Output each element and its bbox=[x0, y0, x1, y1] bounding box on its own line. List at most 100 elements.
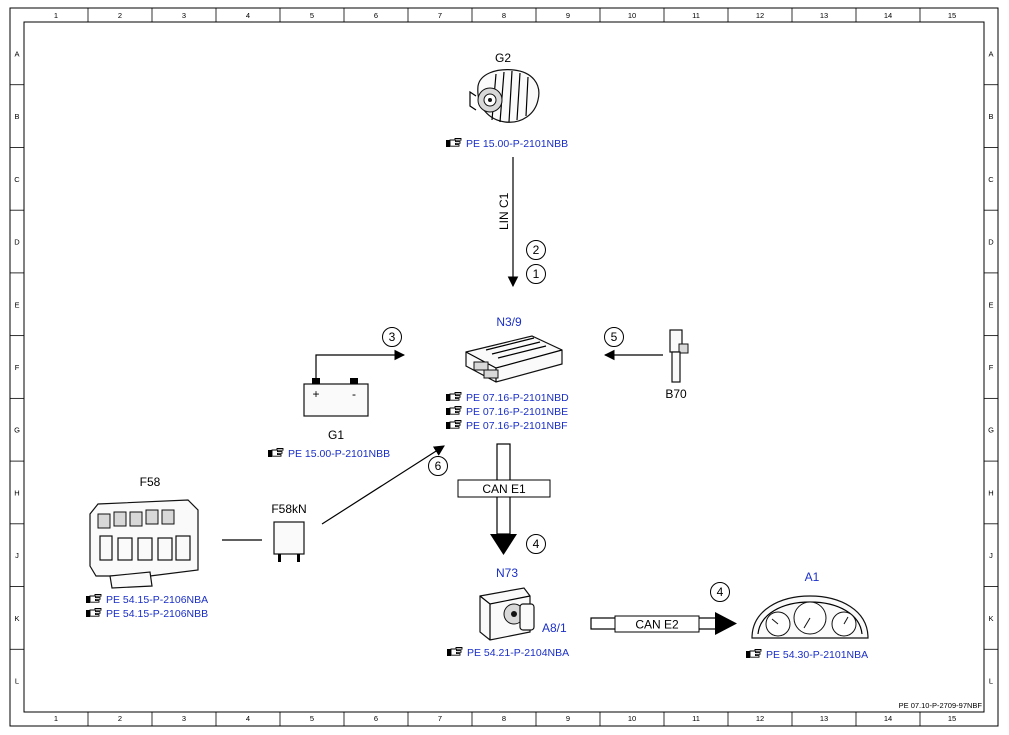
g1-ref-1[interactable]: PE 15.00-P-2101NBB bbox=[288, 448, 390, 460]
grid-row-right-E: E bbox=[988, 300, 993, 309]
svg-text:3: 3 bbox=[389, 330, 396, 344]
grid-col-bottom-11: 11 bbox=[692, 714, 700, 723]
grid-col-bottom-3: 3 bbox=[182, 714, 186, 723]
relay-f58kn bbox=[273, 521, 305, 562]
n3-9-ref-3-pointing-hand-icon bbox=[445, 420, 462, 430]
marker-4-can-e2 bbox=[710, 582, 730, 602]
outer-frame bbox=[9, 7, 999, 727]
grid-row-left-L: L bbox=[15, 677, 19, 686]
g2-ref-pointing-hand-icon bbox=[445, 138, 462, 148]
document-code: PE 07.10-P-2709-97NBF bbox=[899, 701, 983, 710]
battery-supply-line bbox=[315, 349, 406, 378]
lin-c1-label: LIN C1 bbox=[497, 192, 511, 230]
n3-9-label: N3/9 bbox=[496, 315, 522, 329]
grid-col-bottom-7: 7 bbox=[438, 714, 442, 723]
grid-row-left-A: A bbox=[14, 49, 19, 58]
alternator-g2 bbox=[469, 69, 540, 123]
can-e1-label: CAN E1 bbox=[482, 482, 526, 496]
grid-col-bottom-14: 14 bbox=[884, 714, 892, 723]
svg-text:1: 1 bbox=[533, 267, 540, 281]
grid-col-top-5: 5 bbox=[310, 11, 314, 20]
f58-ref-2[interactable]: PE 54.15-P-2106NBB bbox=[106, 608, 208, 620]
f58-label: F58 bbox=[140, 475, 161, 489]
grid-col-bottom-5: 5 bbox=[310, 714, 314, 723]
battery-plus: + bbox=[312, 387, 319, 401]
a8-1-label: A8/1 bbox=[542, 621, 567, 635]
grid-col-top-3: 3 bbox=[182, 11, 186, 20]
grid-col-top-4: 4 bbox=[246, 11, 250, 20]
grid-col-bottom-13: 13 bbox=[820, 714, 828, 723]
svg-text:2: 2 bbox=[533, 243, 540, 257]
n73-label: N73 bbox=[496, 566, 518, 580]
grid-row-right-C: C bbox=[988, 175, 994, 184]
can-e1-arrowhead bbox=[490, 534, 517, 555]
f58-ref-1[interactable]: PE 54.15-P-2106NBA bbox=[106, 594, 208, 606]
a1-ref-1[interactable]: PE 54.30-P-2101NBA bbox=[766, 649, 868, 661]
marker-1 bbox=[526, 264, 546, 284]
relay-signal-line bbox=[321, 445, 445, 525]
grid-row-left-J: J bbox=[15, 551, 19, 560]
f58-ref-2-pointing-hand-icon bbox=[85, 608, 102, 618]
instrument-cluster-a1 bbox=[751, 595, 869, 639]
grid-col-top-8: 8 bbox=[502, 11, 506, 20]
grid-col-top-15: 15 bbox=[948, 11, 956, 20]
can-e1-box bbox=[457, 479, 551, 498]
grid-col-bottom-12: 12 bbox=[756, 714, 764, 723]
grid-row-right-B: B bbox=[988, 112, 993, 121]
can-e2-arrowhead bbox=[715, 612, 737, 635]
f58kn-label: F58kN bbox=[271, 502, 306, 516]
sensor-b70 bbox=[669, 329, 689, 383]
grid-col-bottom-2: 2 bbox=[118, 714, 122, 723]
can-e2-label: CAN E2 bbox=[635, 618, 679, 632]
svg-text:6: 6 bbox=[435, 459, 442, 473]
grid-row-right-F: F bbox=[989, 363, 994, 372]
grid-row-left-H: H bbox=[14, 488, 19, 497]
grid-col-bottom-1: 1 bbox=[54, 714, 58, 723]
grid-row-right-K: K bbox=[988, 614, 993, 623]
n3-9-ref-3[interactable]: PE 07.16-P-2101NBF bbox=[466, 420, 568, 432]
grid-col-top-6: 6 bbox=[374, 11, 378, 20]
a1-ref-pointing-hand-icon bbox=[745, 649, 762, 659]
marker-4-can-e1 bbox=[526, 534, 546, 554]
b70-label: B70 bbox=[665, 387, 687, 401]
grid-row-right-J: J bbox=[989, 551, 993, 560]
n73-ref-1[interactable]: PE 54.21-P-2104NBA bbox=[467, 647, 569, 659]
grid-col-top-11: 11 bbox=[692, 11, 700, 20]
marker-3 bbox=[382, 327, 402, 347]
n3-9-ref-2[interactable]: PE 07.16-P-2101NBE bbox=[466, 406, 568, 418]
a1-label: A1 bbox=[805, 570, 820, 584]
marker-2 bbox=[526, 240, 546, 260]
grid-row-left-B: B bbox=[14, 112, 19, 121]
grid-row-right-A: A bbox=[988, 49, 993, 58]
svg-text:4: 4 bbox=[533, 537, 540, 551]
battery-g1 bbox=[303, 378, 369, 417]
marker-6 bbox=[428, 456, 448, 476]
grid-row-left-D: D bbox=[14, 238, 20, 247]
grid-col-bottom-8: 8 bbox=[502, 714, 506, 723]
grid-col-top-13: 13 bbox=[820, 11, 828, 20]
grid-row-right-L: L bbox=[989, 677, 993, 686]
grid-col-bottom-4: 4 bbox=[246, 714, 250, 723]
grid-row-left-K: K bbox=[14, 614, 19, 623]
can-e2-box bbox=[614, 615, 700, 633]
g2-ref-1[interactable]: PE 15.00-P-2101NBB bbox=[466, 138, 568, 150]
grid-col-bottom-10: 10 bbox=[628, 714, 636, 723]
n3-9-ref-1[interactable]: PE 07.16-P-2101NBD bbox=[466, 392, 569, 404]
grid-col-top-10: 10 bbox=[628, 11, 636, 20]
grid-col-top-12: 12 bbox=[756, 11, 764, 20]
ignition-switch-n73 bbox=[479, 587, 535, 641]
grid-col-top-1: 1 bbox=[54, 11, 58, 20]
fuse-box-f58 bbox=[89, 499, 199, 589]
grid-col-bottom-6: 6 bbox=[374, 714, 378, 723]
n73-ref-pointing-hand-icon bbox=[446, 647, 463, 657]
grid-ruler: 1122334455667788991010111112121313141415… bbox=[10, 8, 998, 726]
grid-row-right-G: G bbox=[988, 426, 994, 435]
engine-control-unit-n3-9 bbox=[465, 335, 563, 383]
f58-ref-1-pointing-hand-icon bbox=[85, 594, 102, 604]
grid-col-top-14: 14 bbox=[884, 11, 892, 20]
grid-row-left-E: E bbox=[14, 300, 19, 309]
g1-label: G1 bbox=[328, 428, 344, 442]
svg-text:5: 5 bbox=[611, 330, 618, 344]
grid-row-left-C: C bbox=[14, 175, 20, 184]
